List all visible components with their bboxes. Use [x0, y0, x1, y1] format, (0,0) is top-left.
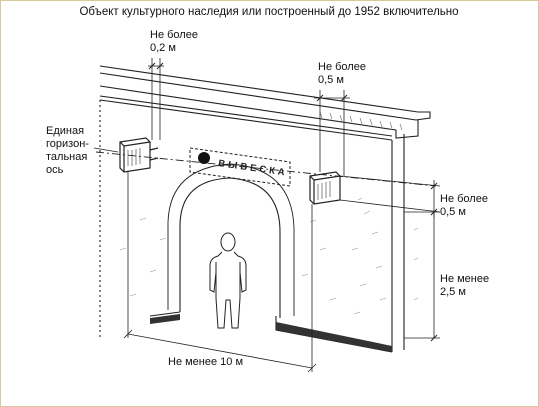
label-top-left-line2: 0,2 м — [150, 42, 176, 54]
label-right-upper-line1: Не более — [440, 193, 488, 205]
label-bottom: Не менее 10 м — [168, 356, 243, 368]
dimension-ticks — [148, 62, 438, 342]
cornice-hatching — [319, 111, 403, 131]
label-top-right-line1: Не более — [318, 61, 366, 73]
label-top-left: Не более 0,2 м — [150, 29, 198, 54]
label-axis-line4: ось — [46, 164, 64, 176]
label-right-lower: Не менее 2,5 м — [440, 273, 489, 298]
ground-shadow — [150, 314, 392, 352]
dimension-lines — [93, 58, 441, 373]
label-top-left-line1: Не более — [150, 29, 198, 41]
label-right-lower-line1: Не менее — [440, 273, 489, 285]
label-right-upper: Не более 0,5 м — [440, 193, 488, 218]
building-wall — [99, 65, 431, 353]
label-axis-line1: Единая — [46, 125, 84, 137]
label-axis-line2: горизон- — [46, 138, 89, 150]
diagram-title: Объект культурного наследия или построен… — [79, 6, 458, 18]
label-top-right-line2: 0,5 м — [318, 74, 344, 86]
label-right-lower-line2: 2,5 м — [440, 286, 466, 298]
label-axis-line3: тальная — [46, 151, 87, 163]
wall-hatching — [119, 197, 419, 315]
label-right-upper-line2: 0,5 м — [440, 206, 466, 218]
label-axis: Единая горизон- тальная ось — [46, 125, 89, 176]
sign-logo-dot — [198, 152, 210, 164]
sign-text: ВЫВЕСКА — [218, 158, 289, 179]
label-top-right: Не более 0,5 м — [318, 61, 366, 86]
bracket-sign-right — [309, 171, 341, 205]
bracket-sign-left — [119, 137, 159, 173]
person-figure — [209, 232, 247, 329]
